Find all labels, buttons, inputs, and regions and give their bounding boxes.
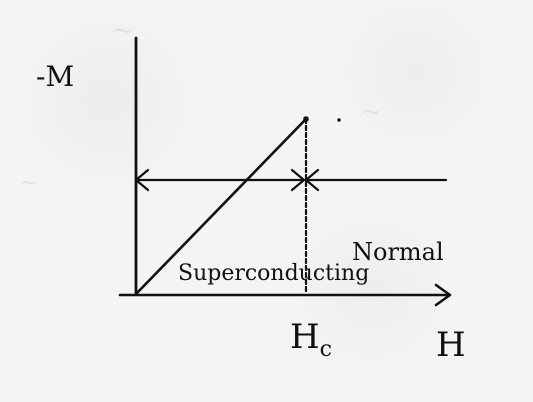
middle-right-arrowhead: [290, 168, 306, 192]
ghost-text-top: ~: [110, 13, 135, 48]
x-axis-label: H: [436, 325, 466, 365]
magnetization-curve-group: [134, 116, 341, 296]
left-range-arrowhead: [134, 168, 150, 192]
small-dot: [337, 118, 341, 122]
superconducting-label: Superconducting: [178, 261, 369, 286]
critical-field-base: H: [290, 317, 320, 357]
y-axis-label: -M: [36, 60, 74, 93]
text-labels-group: -M H Hc Superconducting Normal: [36, 60, 466, 365]
region-arrows-group: [134, 168, 448, 192]
critical-field-subscript: c: [320, 337, 332, 362]
linear-magnetization-line: [134, 117, 308, 296]
ghost-text-left: ~: [20, 171, 38, 196]
ghost-text-right: ~: [360, 97, 382, 127]
normal-label: Normal: [352, 238, 444, 266]
x-axis-arrowhead: [434, 283, 452, 307]
axes-group: [118, 36, 452, 307]
middle-left-arrowhead: [304, 168, 320, 192]
critical-field-label: Hc: [290, 317, 332, 362]
background-ghost-text: ~ ~ ~: [20, 13, 382, 196]
